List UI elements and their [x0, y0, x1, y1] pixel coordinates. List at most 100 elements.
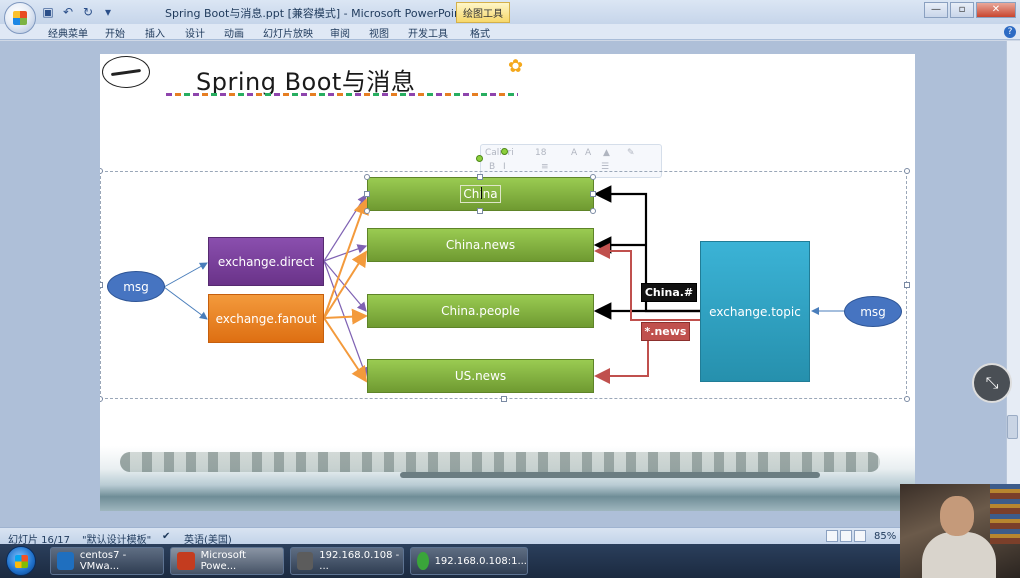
resize-handle[interactable] [364, 208, 370, 214]
mini-font-size[interactable]: 18 [535, 148, 547, 158]
resize-handle[interactable] [477, 208, 483, 214]
normal-view-icon[interactable] [826, 530, 838, 542]
redo-icon[interactable]: ↻ [82, 5, 94, 19]
resize-handle[interactable] [477, 174, 483, 180]
font-color-icon[interactable]: ✎ [627, 148, 635, 158]
undo-icon[interactable]: ↶ [62, 5, 74, 19]
minimize-pip-icon[interactable]: ⤡ [972, 363, 1012, 403]
group-handle[interactable] [100, 168, 103, 174]
exchange-fanout-node[interactable]: exchange.fanout [208, 294, 324, 343]
title-underline [166, 93, 518, 96]
queue-china-news-node[interactable]: China.news [367, 228, 594, 262]
routing-key-china-hash[interactable]: China.# [641, 283, 697, 302]
rotate-handle[interactable] [476, 155, 483, 162]
window-title: Spring Boot与消息.ppt [兼容模式] - Microsoft Po… [165, 7, 466, 20]
align-icon[interactable]: ≡ [541, 162, 549, 172]
landscape-bridge [400, 472, 820, 478]
slide-title[interactable]: Spring Boot与消息 [196, 68, 416, 96]
logo-icon [102, 56, 150, 88]
slide-canvas[interactable]: Spring Boot与消息 ✿ Calibri 18 A A ▲ ✎ B I … [100, 54, 915, 511]
start-button[interactable] [6, 546, 36, 576]
template-name: "默认设计模板" [82, 535, 152, 546]
minimize-button[interactable]: — [924, 2, 948, 18]
group-handle[interactable] [904, 282, 910, 288]
msg-right-node[interactable]: msg [844, 296, 902, 327]
tab-developer[interactable]: 开发工具 [408, 29, 448, 40]
group-handle[interactable] [501, 396, 507, 402]
tab-insert[interactable]: 插入 [145, 29, 165, 40]
status-bar: 幻灯片 16/17 "默认设计模板" ✔ 英语(美国) 85% [0, 527, 1020, 546]
tab-animation[interactable]: 动画 [224, 29, 244, 40]
webcam-person-face [940, 496, 974, 536]
queue-us-news-node[interactable]: US.news [367, 359, 594, 393]
group-handle[interactable] [100, 282, 103, 288]
tab-view[interactable]: 视图 [369, 29, 389, 40]
spellcheck-icon[interactable]: ✔ [162, 531, 171, 542]
office-logo-icon [13, 11, 27, 25]
task-vmware[interactable]: centos7 - VMwa... [50, 547, 164, 575]
office-button[interactable] [4, 2, 36, 34]
resize-handle[interactable] [590, 208, 596, 214]
vertical-scrollbar[interactable] [1006, 41, 1020, 527]
exchange-direct-node[interactable]: exchange.direct [208, 237, 324, 286]
group-handle[interactable] [904, 168, 910, 174]
landscape-decoration [100, 446, 915, 511]
scrollbar-thumb[interactable] [1007, 415, 1018, 439]
paint-icon[interactable]: ▲ [603, 148, 610, 158]
terminal-icon [297, 552, 314, 570]
slide-counter: 幻灯片 16/17 [8, 535, 70, 546]
window-controls: — ▫ ✕ [924, 2, 1016, 18]
resize-handle[interactable] [364, 191, 370, 197]
taskbar: centos7 - VMwa... Microsoft Powe... 192.… [0, 544, 1020, 578]
flower-icon: ✿ [508, 56, 524, 77]
powerpoint-icon [177, 552, 195, 570]
connector-lines [163, 185, 844, 384]
sorter-view-icon[interactable] [840, 530, 852, 542]
webcam-bookshelf [990, 484, 1020, 544]
landscape-trees [120, 452, 880, 472]
task-terminal[interactable]: 192.168.0.108 - ... [290, 547, 404, 575]
exchange-topic-node[interactable]: exchange.topic [700, 241, 810, 382]
resize-handle[interactable] [590, 191, 596, 197]
quick-access-toolbar: ▣ ↶ ↻ ▾ [40, 4, 116, 20]
task-browser[interactable]: 192.168.0.108:1... [410, 547, 528, 575]
save-icon[interactable]: ▣ [42, 5, 54, 19]
mini-font-name[interactable]: Calibri [485, 148, 514, 158]
tab-home[interactable]: 开始 [105, 29, 125, 40]
task-powerpoint[interactable]: Microsoft Powe... [170, 547, 284, 575]
ribbon-tabs: 经典菜单 开始 插入 设计 动画 幻灯片放映 审阅 视图 开发工具 格式 [0, 24, 1020, 40]
queue-china-label[interactable]: China [460, 185, 501, 203]
tab-slideshow[interactable]: 幻灯片放映 [263, 29, 313, 40]
rotate-handle[interactable] [501, 148, 508, 155]
tab-review[interactable]: 审阅 [330, 29, 350, 40]
title-bar: ▣ ↶ ↻ ▾ Spring Boot与消息.ppt [兼容模式] - Micr… [0, 0, 1020, 24]
slideshow-view-icon[interactable] [854, 530, 866, 542]
resize-handle[interactable] [590, 174, 596, 180]
resize-handle[interactable] [364, 174, 370, 180]
queue-china-people-node[interactable]: China.people [367, 294, 594, 328]
bold-icon[interactable]: B [489, 162, 496, 172]
italic-icon[interactable]: I [503, 162, 506, 172]
vmware-icon [57, 552, 74, 570]
tab-classic-menu[interactable]: 经典菜单 [48, 29, 88, 40]
webcam-person-body [922, 532, 996, 578]
webcam-overlay [900, 484, 1020, 578]
zoom-level[interactable]: 85% [874, 531, 897, 542]
browser-icon [417, 552, 429, 570]
customize-qat-icon[interactable]: ▾ [104, 5, 112, 19]
routing-key-star-news[interactable]: *.news [641, 322, 690, 341]
drawing-tools-context-tab[interactable]: 绘图工具 [456, 2, 510, 23]
close-button[interactable]: ✕ [976, 2, 1016, 18]
group-handle[interactable] [100, 396, 103, 402]
shrink-font-icon[interactable]: A [585, 148, 592, 158]
text-cursor [481, 187, 482, 199]
help-icon[interactable]: ? [1004, 26, 1016, 38]
list-icon[interactable]: ☰ [601, 162, 610, 172]
tab-design[interactable]: 设计 [185, 29, 205, 40]
language-label[interactable]: 英语(美国) [184, 535, 232, 546]
tab-format[interactable]: 格式 [470, 29, 490, 40]
group-handle[interactable] [904, 396, 910, 402]
restore-button[interactable]: ▫ [950, 2, 974, 18]
grow-font-icon[interactable]: A [571, 148, 578, 158]
msg-left-node[interactable]: msg [107, 271, 165, 302]
